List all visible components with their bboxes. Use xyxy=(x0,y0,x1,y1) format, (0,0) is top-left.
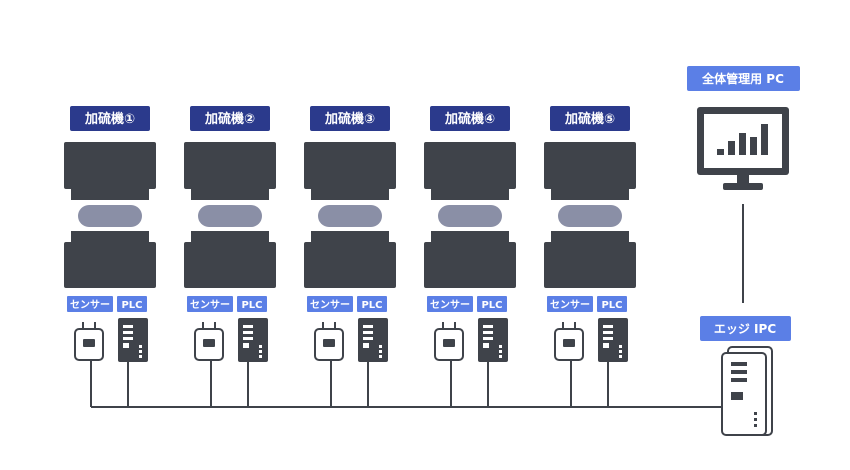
plc-tag xyxy=(477,296,507,312)
chart-bar-icon xyxy=(717,149,724,155)
edge-ipc-label: エッジ IPC xyxy=(714,322,776,336)
machine-unit-3: 加硫機③ センサー PLC xyxy=(304,106,396,407)
sensor-tag-label: センサー xyxy=(70,299,110,311)
sensor-icon xyxy=(74,322,104,361)
plc-tag-label: PLC xyxy=(361,300,382,311)
sensor-tag xyxy=(427,296,473,312)
edge-ipc: エッジ IPC xyxy=(700,316,791,436)
management-pc: 全体管理用 PC xyxy=(687,66,800,190)
machine-title: 加硫機① xyxy=(84,111,135,127)
plc-tag-label: PLC xyxy=(601,300,622,311)
server-icon xyxy=(721,346,773,436)
management-pc-label: 全体管理用 PC xyxy=(701,71,784,86)
machine-title: 加硫機② xyxy=(204,111,255,127)
edge-ipc-tag xyxy=(700,316,791,341)
plc-tag-label: PLC xyxy=(121,300,142,311)
sensor-tag xyxy=(187,296,233,312)
sensor-tag-label: センサー xyxy=(550,299,590,311)
plc-icon xyxy=(238,318,268,362)
vulcanizer-icon xyxy=(304,142,396,288)
machine-unit-5: 加硫機⑤ センサー PLC xyxy=(544,106,636,407)
plc-tag xyxy=(357,296,387,312)
sensor-icon xyxy=(194,322,224,361)
sensor-icon xyxy=(554,322,584,361)
machine-title: 加硫機③ xyxy=(324,111,375,127)
machine-title-badge xyxy=(190,106,270,131)
plc-tag xyxy=(117,296,147,312)
plc-icon xyxy=(118,318,148,362)
vulcanizer-icon xyxy=(424,142,516,288)
plc-tag-label: PLC xyxy=(481,300,502,311)
sensor-tag xyxy=(67,296,113,312)
machine-unit-4: 加硫機④ センサー PLC xyxy=(424,106,516,407)
sensor-tag-label: センサー xyxy=(430,299,470,311)
machine-title-badge xyxy=(310,106,390,131)
plc-icon xyxy=(598,318,628,362)
machine-title: 加硫機⑤ xyxy=(564,111,615,127)
machine-unit-2: 加硫機② センサー PLC xyxy=(184,106,276,407)
vulcanizer-icon xyxy=(64,142,156,288)
vulcanizer-icon xyxy=(184,142,276,288)
sensor-icon xyxy=(434,322,464,361)
machine-title-badge xyxy=(430,106,510,131)
machine-title: 加硫機④ xyxy=(444,111,495,127)
sensor-tag xyxy=(547,296,593,312)
machine-title-badge xyxy=(550,106,630,131)
sensor-icon xyxy=(314,322,344,361)
sensor-tag xyxy=(307,296,353,312)
machine-title-badge xyxy=(70,106,150,131)
sensor-tag-label: センサー xyxy=(310,299,350,311)
management-pc-tag xyxy=(687,66,800,91)
plc-tag xyxy=(237,296,267,312)
monitor-icon xyxy=(697,107,789,190)
sensor-tag-label: センサー xyxy=(190,299,230,311)
plc-tag xyxy=(597,296,627,312)
plc-icon xyxy=(478,318,508,362)
machine-unit-1: 加硫機① センサー PLC xyxy=(64,106,156,407)
vulcanizer-icon xyxy=(544,142,636,288)
plc-icon xyxy=(358,318,388,362)
plc-tag-label: PLC xyxy=(241,300,262,311)
